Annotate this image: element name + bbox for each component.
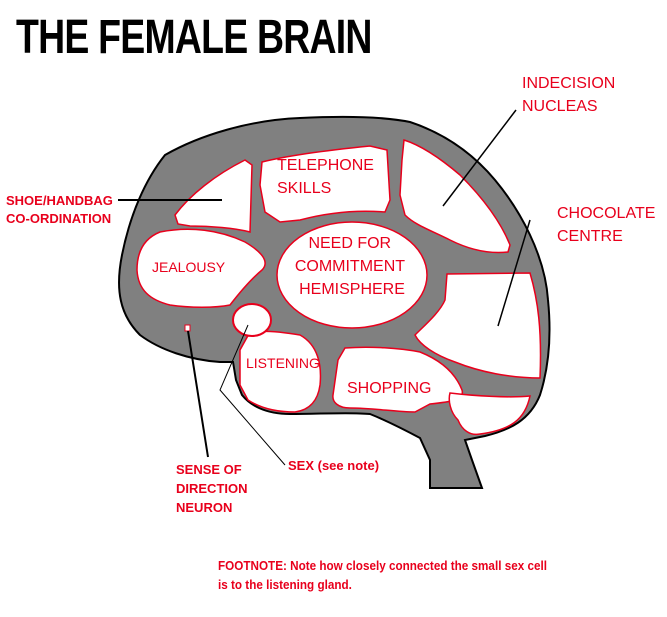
pointer-sense-of-direction <box>187 330 209 458</box>
label-jealousy: JEALOUSY <box>152 259 226 275</box>
callout-sex: SEX (see note) <box>288 458 379 473</box>
sense-of-direction-neuron-dot <box>184 324 191 332</box>
region-chocolate <box>414 272 542 379</box>
region-shopping <box>332 346 464 413</box>
footnote: FOOTNOTE: Note how closely connected the… <box>218 556 596 594</box>
pointer-sex <box>219 324 286 466</box>
pointer-chocolate <box>497 219 531 327</box>
footnote-line-2: is to the listening gland. <box>218 577 352 592</box>
pointer-indecision <box>442 109 517 207</box>
callout-indecision: INDECISION NUCLEAS <box>522 75 620 115</box>
label-need-for-commitment: NEED FOR COMMITMENT HEMISPHERE <box>295 235 409 298</box>
footnote-line-1: FOOTNOTE: Note how closely connected the… <box>218 558 547 573</box>
region-need-for-commitment <box>276 221 428 329</box>
label-telephone-skills: TELEPHONE SKILLS <box>277 157 378 197</box>
region-sex-cell <box>232 303 272 337</box>
page-title: THE FEMALE BRAIN <box>16 11 372 64</box>
label-shopping: SHOPPING <box>347 380 431 397</box>
callout-shoe-handbag: SHOE/HANDBAG CO-ORDINATION <box>6 193 117 226</box>
region-jealousy <box>136 228 266 308</box>
callout-chocolate: CHOCOLATE CENTRE <box>557 205 660 245</box>
region-shoe-handbag <box>174 159 253 233</box>
region-listening <box>239 330 322 413</box>
label-listening: LISTENING <box>246 355 320 371</box>
region-indecision <box>399 139 511 254</box>
region-lower-right <box>448 392 531 436</box>
callout-sense-of-direction: SENSE OF DIRECTION NEURON <box>176 462 251 515</box>
region-telephone-skills <box>259 145 391 223</box>
